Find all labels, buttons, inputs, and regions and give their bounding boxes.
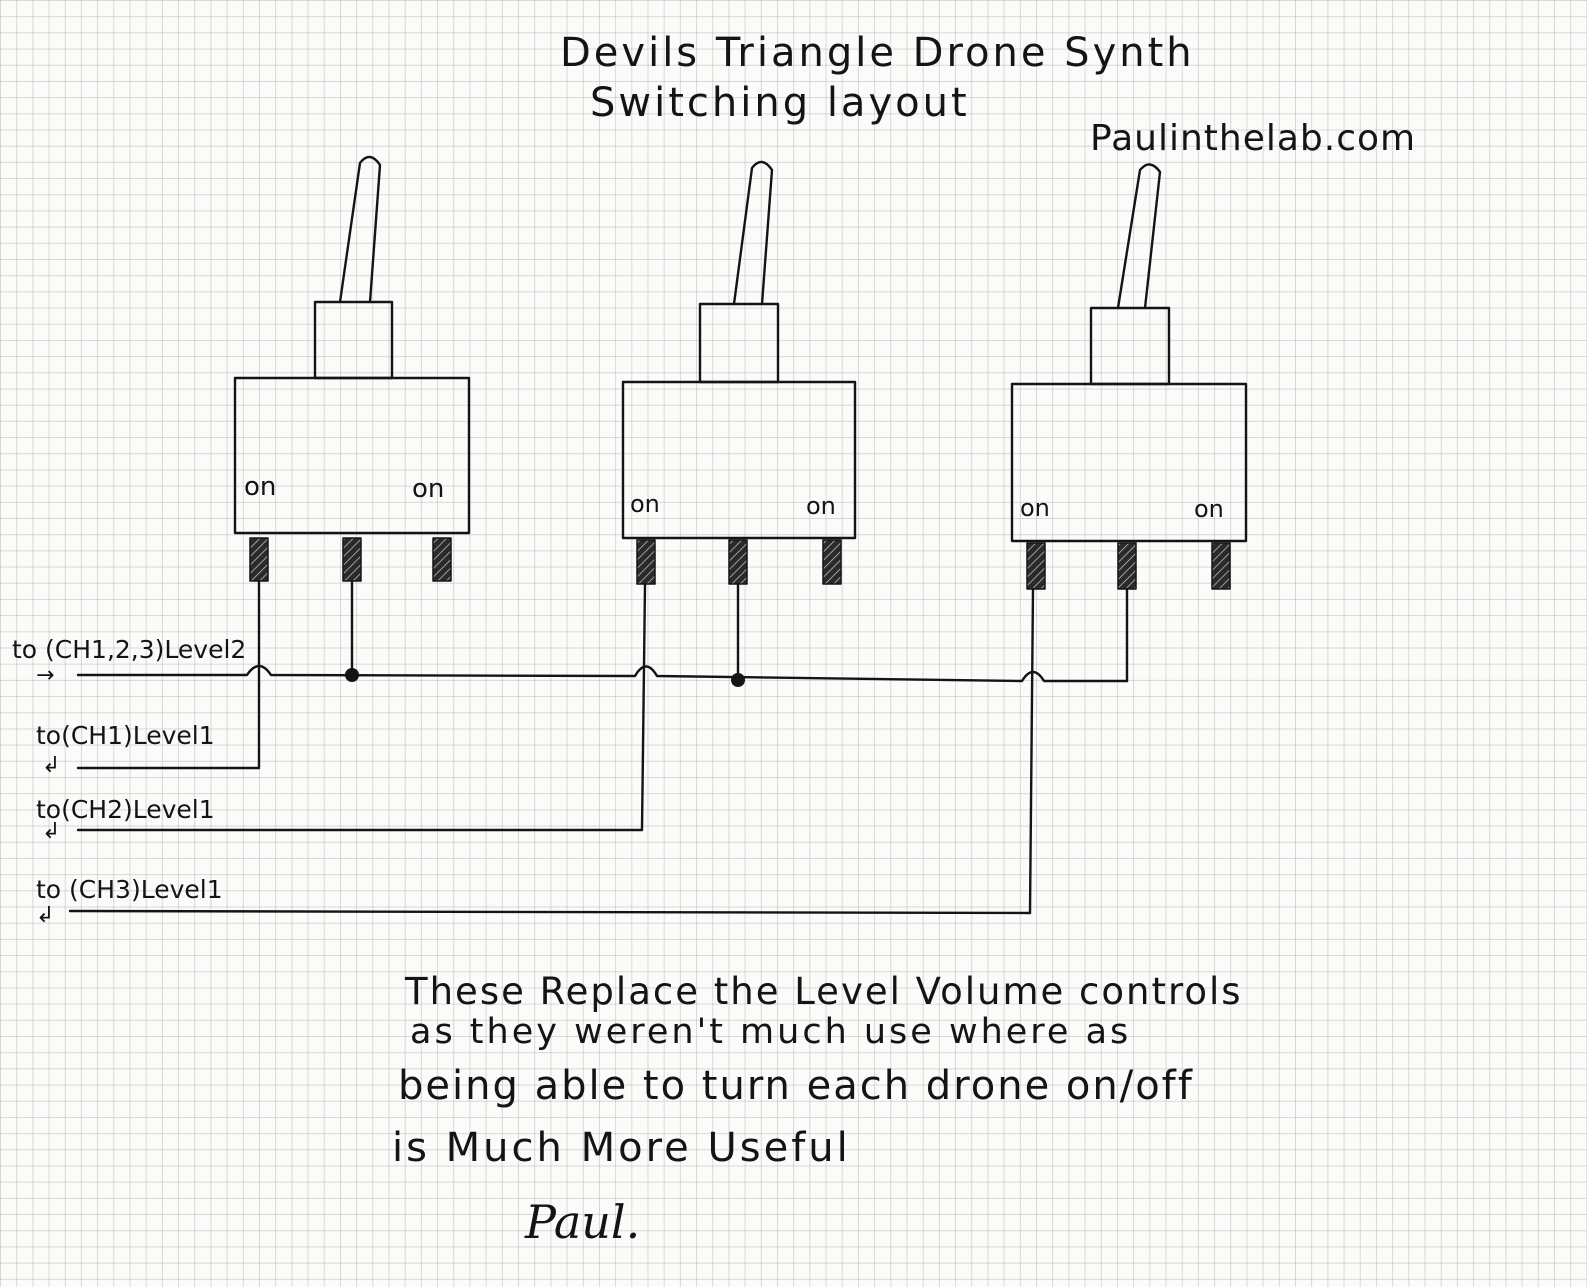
switch-1-on-left-label: on: [244, 472, 276, 502]
switch-3-body: [1010, 382, 1248, 543]
wire-switch-2-left-to-ch2: [76, 582, 647, 832]
website-label: Paulinthelab.com: [1090, 118, 1417, 159]
switch-2-lever: [732, 160, 774, 306]
diagram-subtitle: Switching layout: [590, 80, 970, 126]
wire-label-common-level2: to (CH1,2,3)Level2: [12, 635, 246, 664]
toggle-switch-3: [1010, 163, 1248, 590]
switch-1-pin-right: [432, 537, 452, 582]
wire-label-ch1-arrow: ↲: [42, 753, 60, 778]
wire-switch-3-left-to-ch3: [68, 587, 1035, 915]
switch-3-on-left-label: on: [1020, 494, 1050, 522]
switch-3-pin-right: [1211, 542, 1231, 590]
switch-2-on-right-label: on: [806, 492, 836, 520]
note-line-2: as they weren't much use where as: [410, 1012, 1132, 1052]
switch-1-pin-center: [342, 537, 362, 582]
switch-2-on-left-label: on: [630, 490, 660, 518]
switch-3-pin-left: [1026, 542, 1046, 590]
switch-1-pin-left: [249, 537, 269, 582]
note-signature: Paul.: [525, 1195, 641, 1249]
switch-2-pin-left: [636, 539, 656, 585]
wire-label-ch3-level1: to (CH3)Level1: [36, 875, 223, 904]
wire-label-common-arrow: →: [36, 663, 54, 688]
note-line-1: These Replace the Level Volume controls: [405, 970, 1243, 1013]
switch-1-bushing: [313, 300, 394, 380]
diagram-title: Devils Triangle Drone Synth: [560, 30, 1195, 76]
wire-switch-1-left-to-ch1: [76, 579, 261, 770]
switch-1-on-right-label: on: [412, 474, 444, 504]
switch-2-pin-right: [822, 539, 842, 585]
wire-label-ch2-arrow: ↲: [42, 819, 60, 844]
junction-dot-2: [731, 673, 745, 687]
note-line-3: being able to turn each drone on/off: [398, 1063, 1194, 1109]
switch-3-on-right-label: on: [1194, 495, 1224, 523]
switch-2-bushing: [698, 302, 780, 384]
wire-common-bus: [76, 664, 1129, 683]
toggle-switch-2: [621, 160, 857, 585]
note-line-4: is Much More Useful: [392, 1125, 851, 1171]
switch-2-pin-center: [728, 539, 748, 585]
wire-label-ch1-level1: to(CH1)Level1: [36, 721, 215, 750]
switch-3-bushing: [1089, 306, 1171, 386]
switch-3-lever: [1116, 163, 1162, 310]
wire-label-ch2-level1: to(CH2)Level1: [36, 795, 215, 824]
wire-label-ch3-arrow: ↲: [36, 903, 54, 928]
switch-1-body: [233, 376, 471, 535]
toggle-switch-1: [233, 155, 471, 582]
junction-dot-1: [345, 668, 359, 682]
switch-1-lever: [338, 155, 382, 304]
switch-2-body: [621, 380, 857, 540]
switch-3-pin-center: [1117, 542, 1137, 590]
